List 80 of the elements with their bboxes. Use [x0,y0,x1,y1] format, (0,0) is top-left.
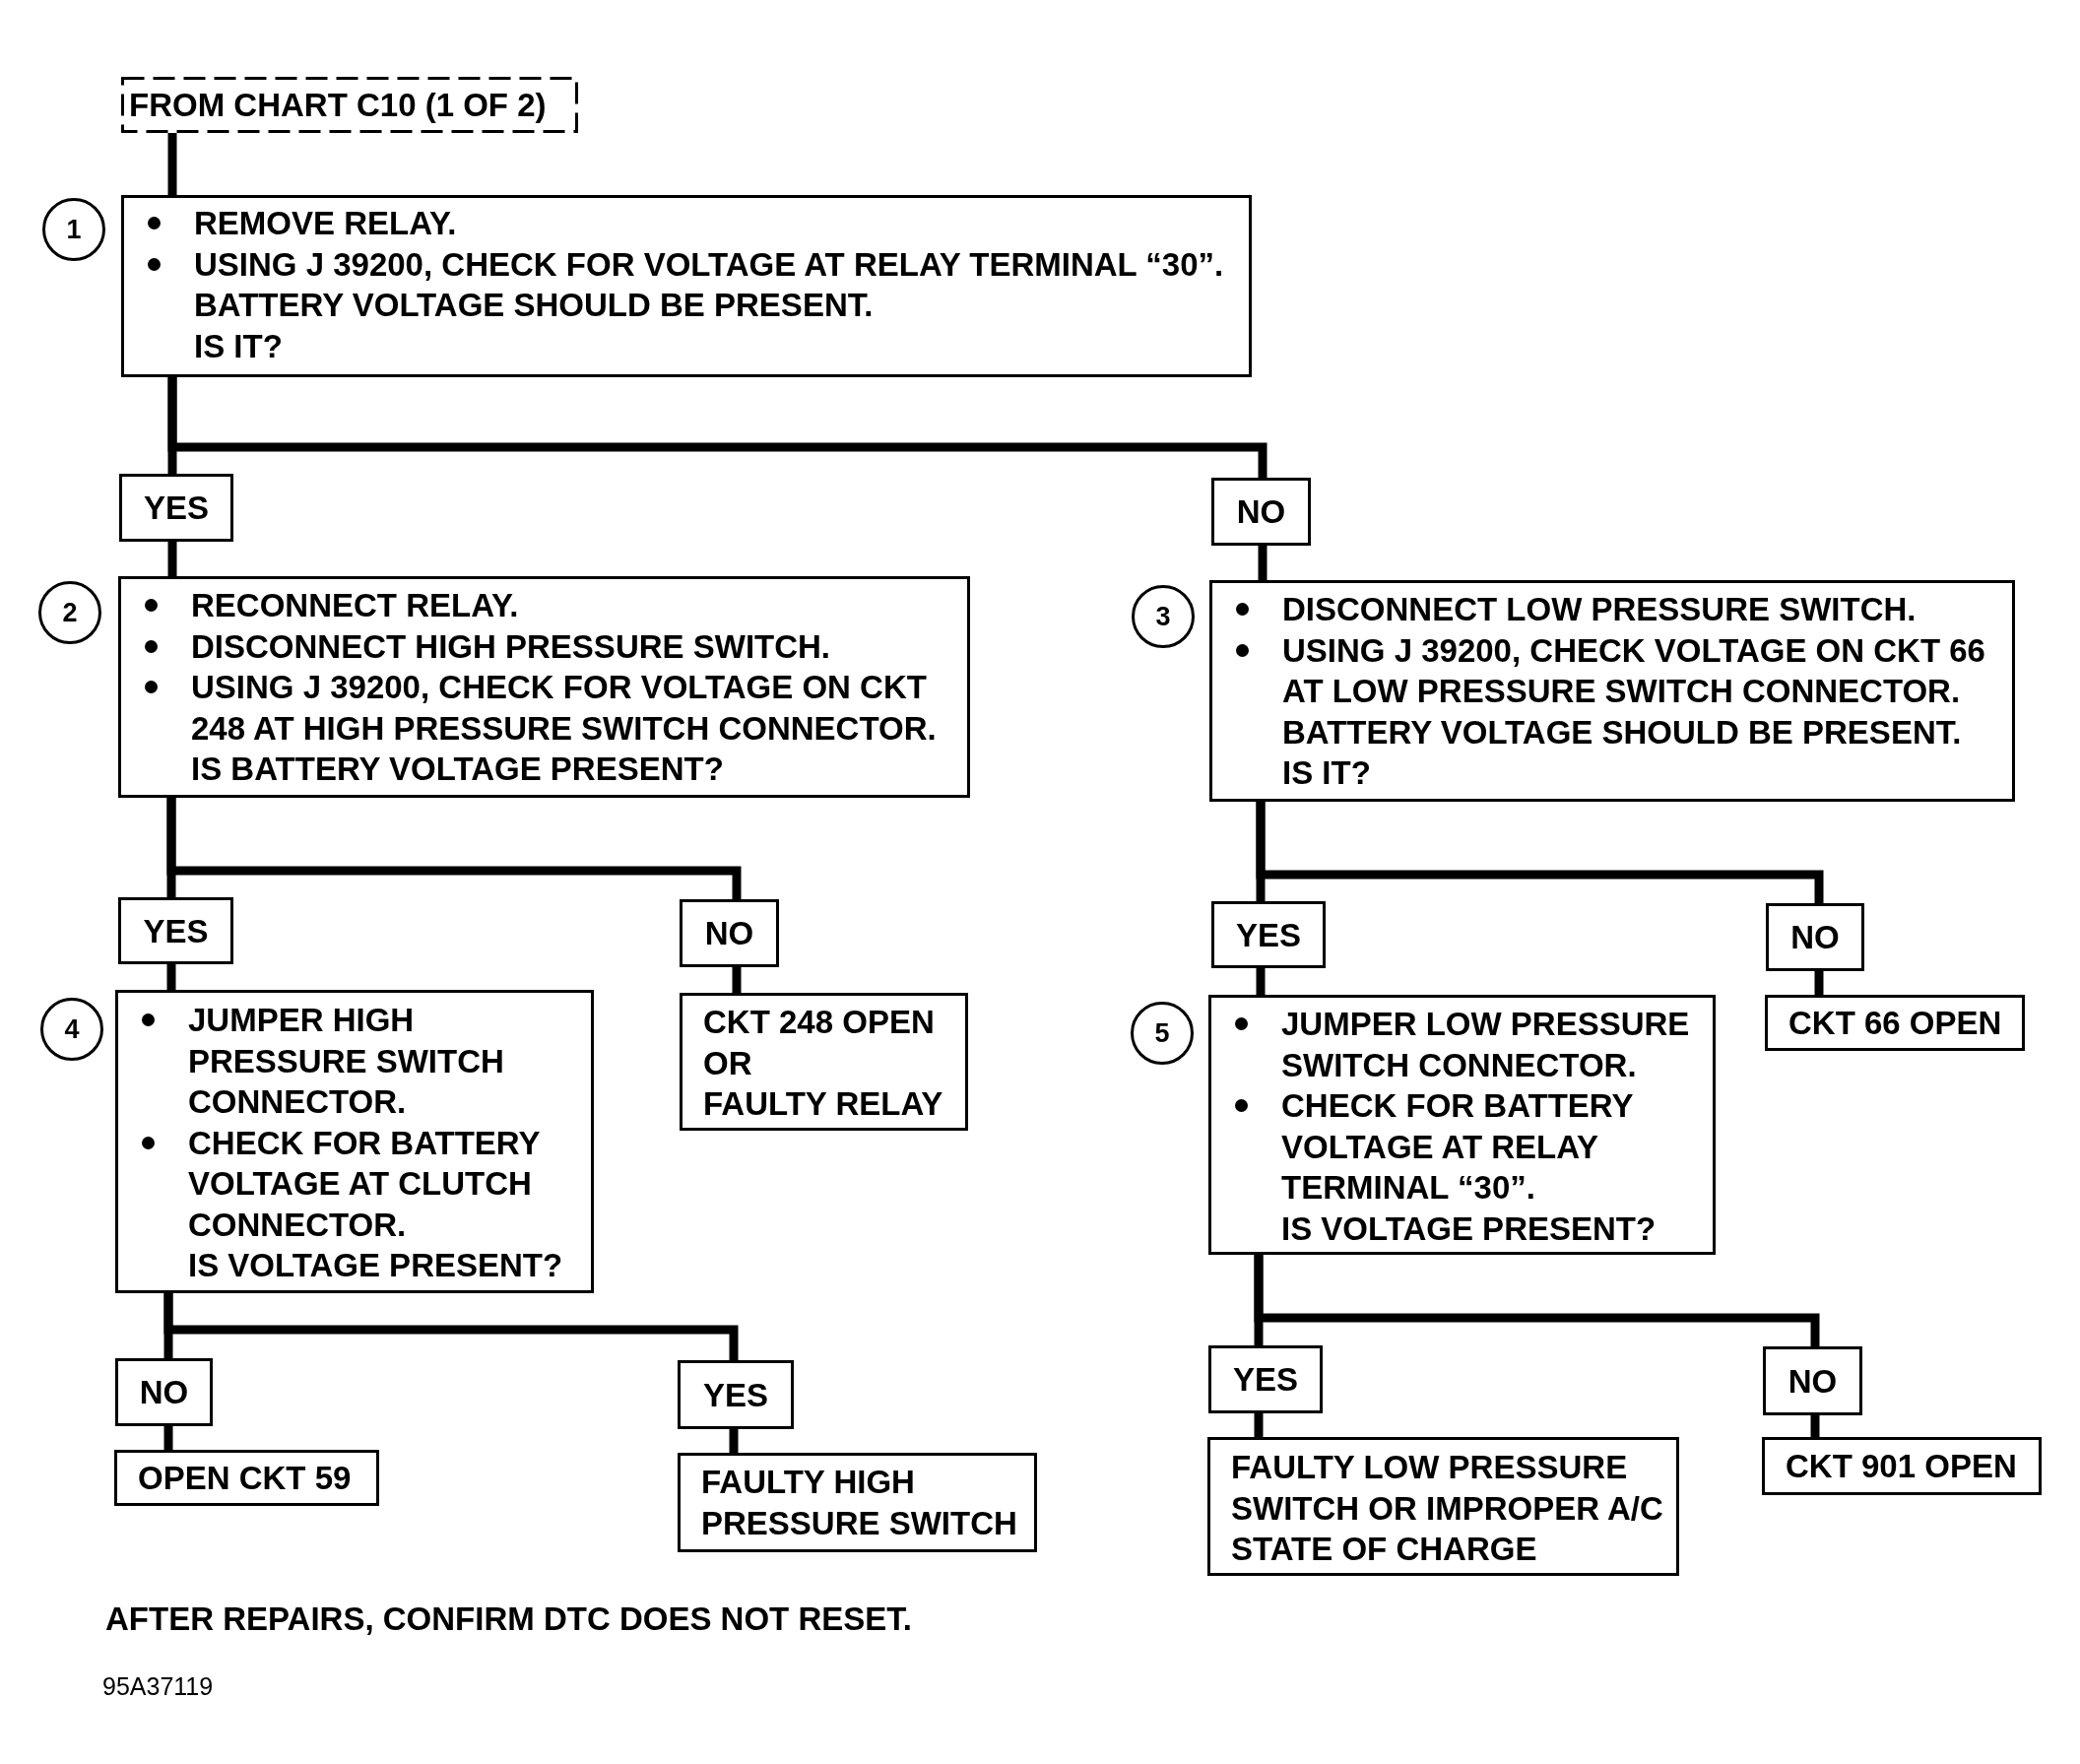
instruction-text: REMOVE RELAY. [194,204,458,243]
step-box [121,195,1252,377]
instruction-text: CHECK FOR BATTERY VOLTAGE AT CLUTCH CONNECTOR. [188,1123,541,1245]
figure-code: 95A37119 [102,1674,214,1699]
connector-line [163,1293,739,1360]
connector-line [1258,546,1268,580]
result-text: FAULTY LOW PRESSURE SWITCH OR IMPROPER A/C STATE OF CHARGE [1231,1448,1664,1569]
connector-line [1254,1255,1820,1346]
result-text: OPEN CKT 59 [138,1459,353,1498]
instruction-text: DISCONNECT HIGH PRESSURE SWITCH. [191,626,832,667]
result-text: OR [703,1043,753,1083]
answer-label-box [118,897,233,964]
answer-label-box [1766,903,1864,971]
instruction-text: IS IT? [1282,753,1372,793]
result-box [680,993,968,1131]
step-number: 4 [40,998,103,1061]
step-number: 3 [1132,585,1195,648]
instruction-text: RECONNECT RELAY. [191,586,520,625]
connector-line [167,542,177,576]
connector-line [166,798,742,899]
step-box [115,990,594,1293]
result-text: CKT 901 OPEN [1786,1447,2018,1486]
answer-text: YES [1235,918,1301,951]
result-text: FAULTY RELAY [703,1084,944,1124]
reference-box [121,77,578,133]
answer-text: NO [704,917,754,949]
connector-line [1254,1413,1264,1437]
answer-label-box [1763,1346,1862,1415]
result-text: CKT 66 OPEN [1788,1004,2003,1043]
result-text: FAULTY HIGH PRESSURE SWITCH [701,1463,1018,1543]
result-box [114,1450,379,1506]
step-box [1208,995,1716,1255]
instruction-text: IS VOLTAGE PRESENT? [1281,1209,1658,1249]
answer-text: YES [702,1378,768,1411]
instruction-text: USING J 39200, CHECK FOR VOLTAGE AT RELAY TERMINAL “30”. BATTERY VOLTAGE SHOULD BE PRESENT. [194,244,1225,325]
answer-text: NO [1236,495,1286,528]
connector-line [1814,971,1824,995]
connector-line [1256,802,1824,903]
instruction-text: USING J 39200, CHECK VOLTAGE ON CKT 66 AT LOW PRESSURE SWITCH CONNECTOR. BATTERY VOLTAGE SHOULD BE PRESENT. [1282,630,1986,752]
instruction-text: IS VOLTAGE PRESENT? [188,1246,564,1285]
step-box [118,576,970,798]
instruction-text: JUMPER HIGH PRESSURE SWITCH CONNECTOR. [188,1001,505,1122]
step-box [1209,580,2015,802]
answer-text: NO [139,1376,189,1408]
result-box [1765,995,2025,1051]
answer-text: NO [1790,921,1840,953]
connector-line [163,1426,173,1450]
answer-label-box [1211,901,1326,968]
answer-label-box [115,1358,213,1426]
instruction-text: IS BATTERY VOLTAGE PRESENT? [191,750,725,789]
answer-text: YES [143,914,209,947]
result-box [1762,1437,2042,1495]
connector-line [167,133,177,195]
answer-label-box [119,474,233,542]
connector-line [1256,968,1266,995]
connector-line [729,1429,739,1453]
instruction-text: JUMPER LOW PRESSURE SWITCH CONNECTOR. [1281,1005,1691,1085]
step-number: 5 [1131,1002,1194,1065]
connector-line [732,967,742,993]
answer-label-box [1211,478,1311,546]
answer-text: YES [143,491,209,524]
connector-line [166,964,176,990]
result-text: CKT 248 OPEN [703,1003,936,1042]
step-number: 2 [38,581,101,644]
instruction-text: DISCONNECT LOW PRESSURE SWITCH. [1282,590,1918,629]
answer-label-box [678,1360,794,1429]
answer-text: NO [1788,1364,1838,1398]
answer-label-box [680,899,779,967]
connector-line [167,377,1268,478]
result-box [1207,1437,1679,1576]
step-number: 1 [42,198,105,261]
answer-label-box [1208,1345,1323,1413]
instruction-text: CHECK FOR BATTERY VOLTAGE AT RELAY TERMINAL “30”. [1281,1086,1634,1208]
instruction-text: USING J 39200, CHECK FOR VOLTAGE ON CKT 248 AT HIGH PRESSURE SWITCH CONNECTOR. [191,668,938,749]
answer-text: YES [1232,1363,1298,1396]
reference-text: FROM CHART C10 (1 OF 2) [129,89,547,121]
result-box [678,1453,1037,1552]
instruction-text: IS IT? [194,326,284,366]
note-text: AFTER REPAIRS, CONFIRM DTC DOES NOT RESET. [105,1602,912,1635]
connector-line [1810,1415,1820,1437]
